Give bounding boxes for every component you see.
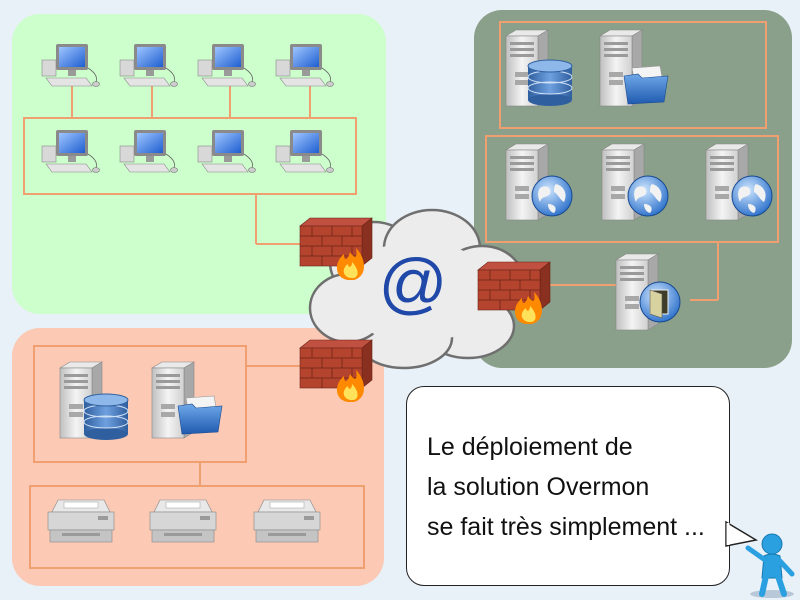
speech-callout: Le déploiement de la solution Overmon se…	[406, 386, 730, 586]
callout-line: se fait très simplement ...	[427, 513, 705, 541]
network-links	[23, 21, 779, 569]
at-symbol: @	[378, 245, 447, 321]
callout-text: Le déploiement de la solution Overmon se…	[427, 427, 705, 547]
callout-line: la solution Overmon	[427, 473, 650, 501]
callout-line: Le déploiement de	[427, 433, 633, 461]
person-pointing-icon	[745, 533, 795, 598]
